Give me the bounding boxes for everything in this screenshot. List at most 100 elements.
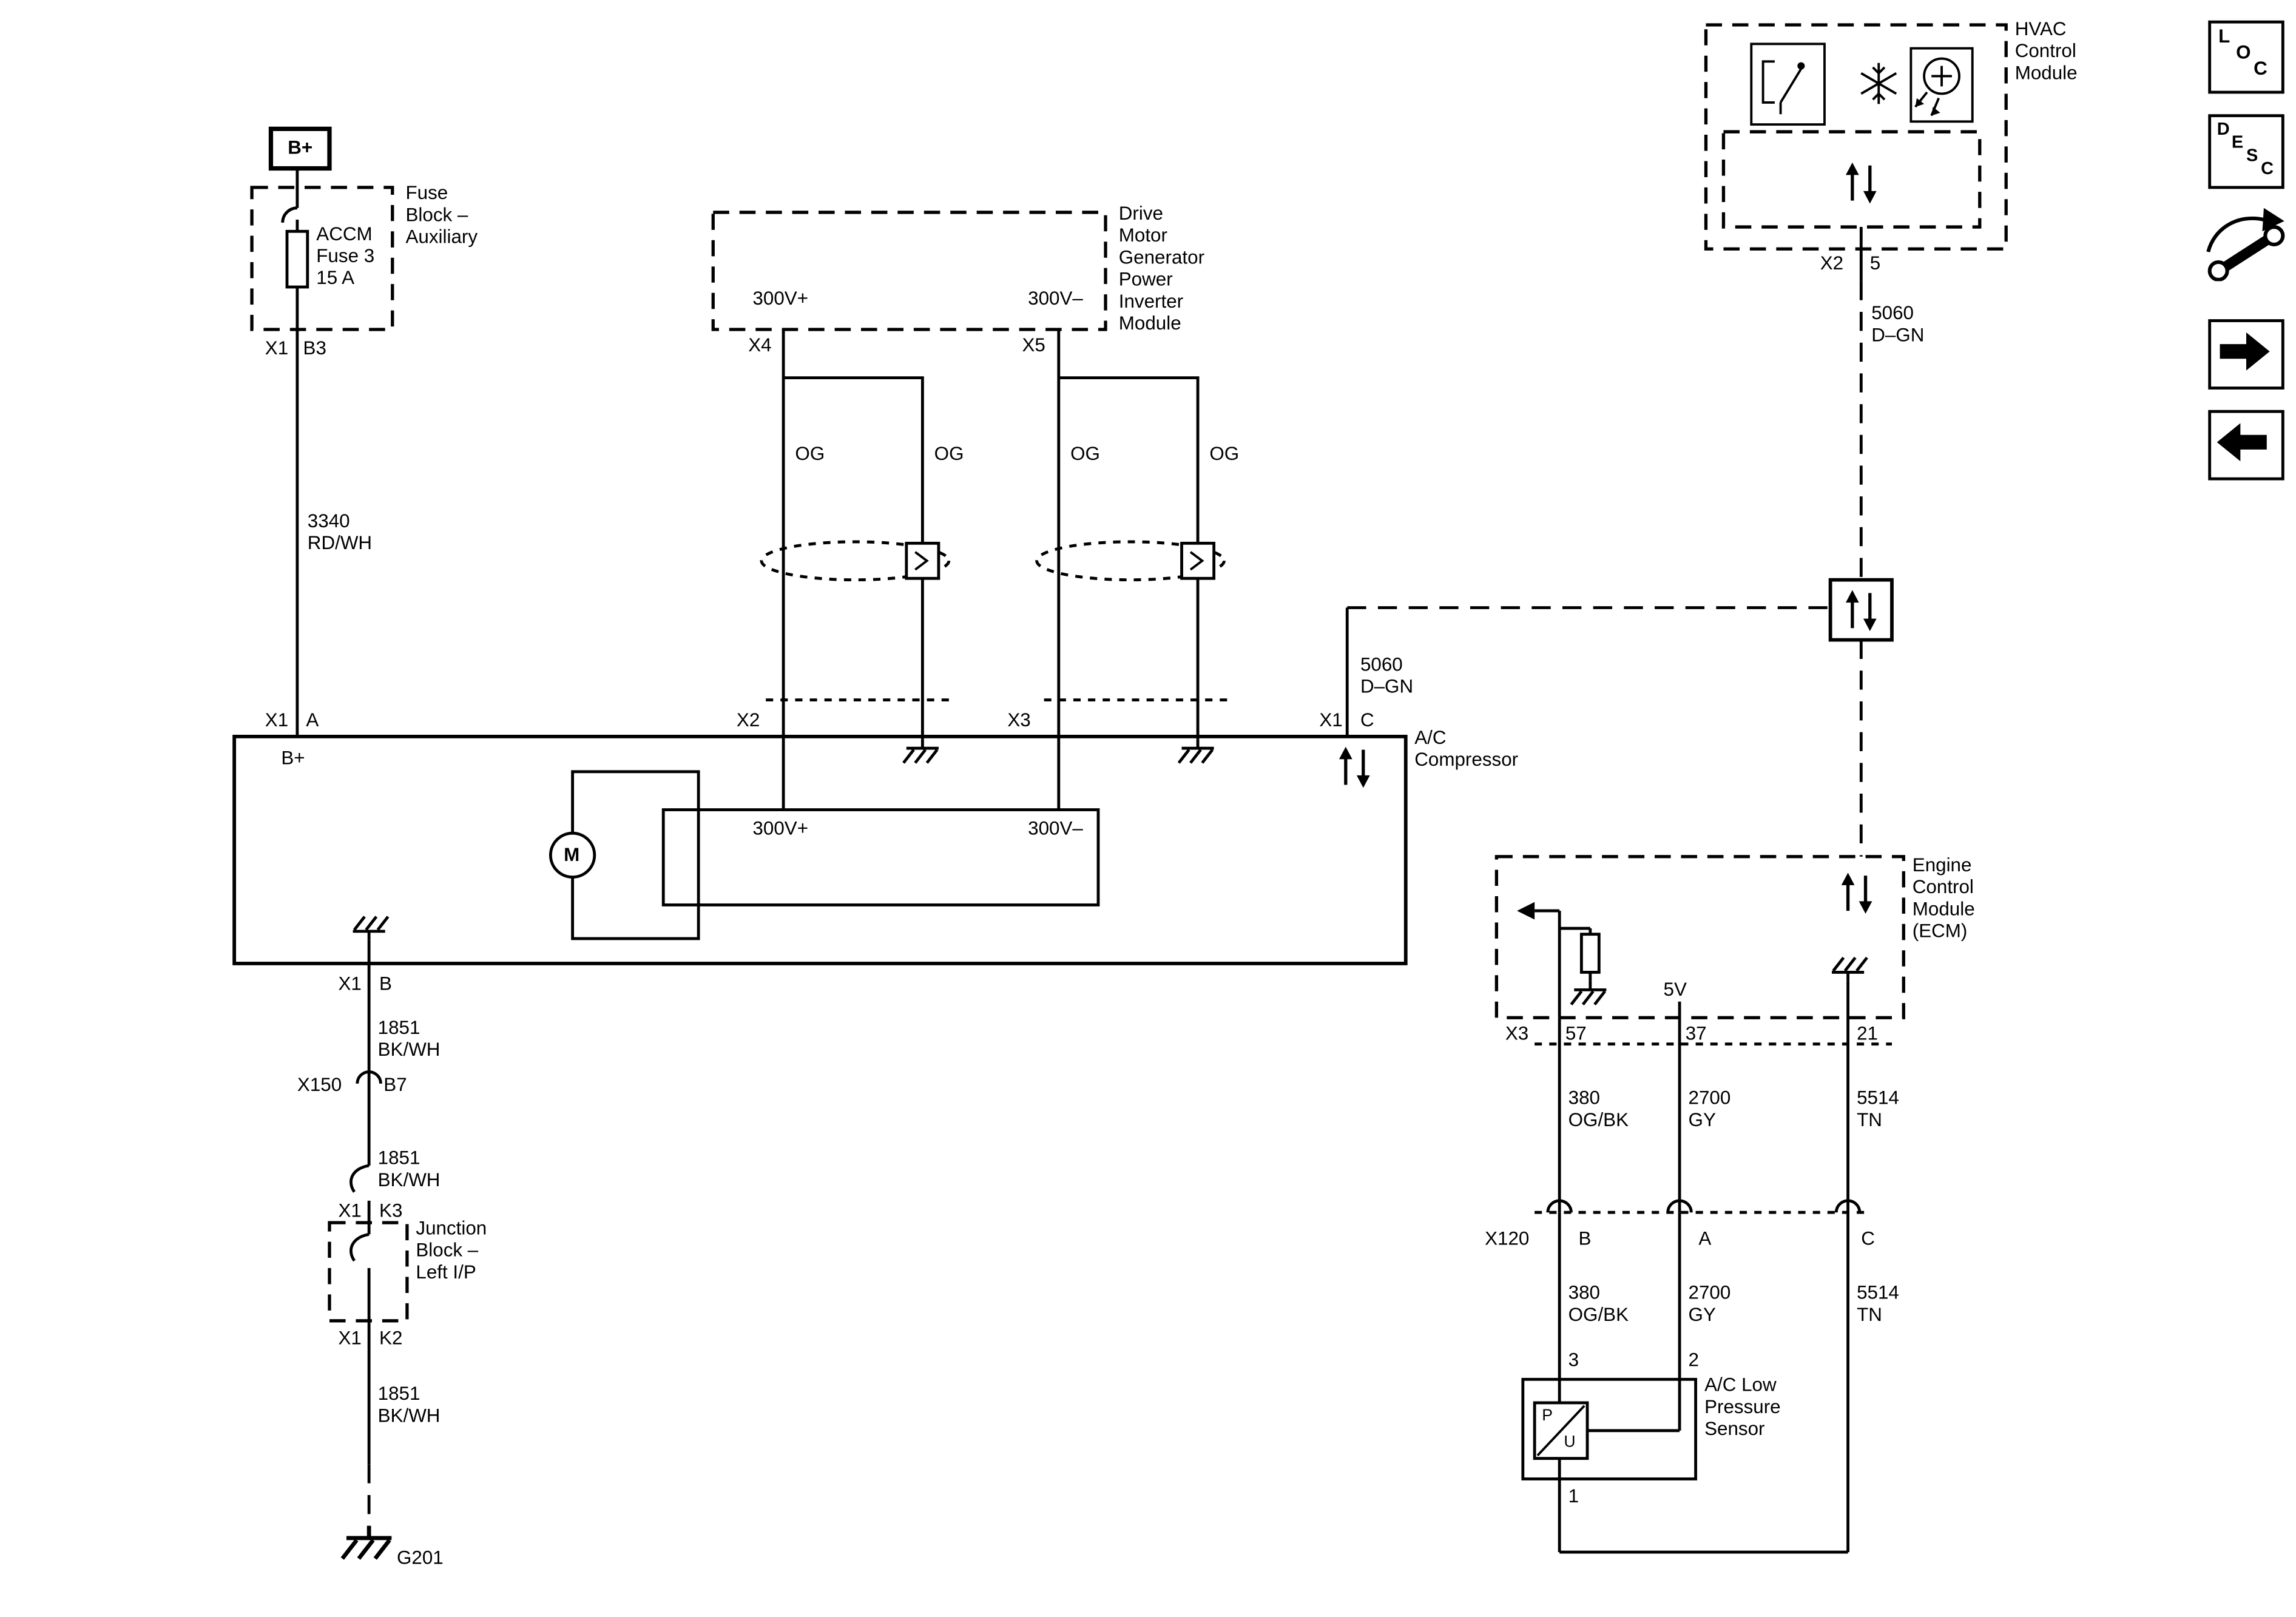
fuse-symbol	[281, 168, 309, 737]
comp-pin-b: B	[379, 972, 392, 994]
sensor-pin-3: 3	[1568, 1348, 1579, 1371]
ecm-conn-x3: X3	[1505, 1022, 1529, 1044]
junction-block-box	[328, 1221, 409, 1323]
ecm-pin-57: 57	[1565, 1022, 1587, 1044]
comp-conn-x1-c: X1	[1319, 709, 1343, 731]
compressor-serial-arrows	[1339, 747, 1370, 788]
desc-letter-e: E	[2231, 132, 2244, 152]
sensor-pin-1: 1	[1568, 1485, 1579, 1507]
compressor-label: A/C Compressor	[1414, 726, 1519, 771]
g201-label: G201	[397, 1546, 444, 1568]
hvac-module-box	[1704, 23, 2008, 282]
motor-label: M	[564, 843, 580, 866]
ecm-label: Engine Control Module (ECM)	[1912, 853, 1975, 942]
jb-pin-k2: K2	[379, 1326, 403, 1349]
hv-cable-negative	[1057, 329, 1214, 810]
comp-pin-c: C	[1360, 709, 1374, 731]
data-link-symbol	[1828, 578, 1894, 642]
ecm-driver-arrow	[1517, 902, 1561, 1018]
comp-conn-x3: X3	[1007, 709, 1031, 731]
hvac-pin-5: 5	[1869, 252, 1881, 274]
snowflake-icon	[1860, 62, 1897, 104]
inverter-x4: X4	[748, 334, 772, 356]
loc-button[interactable]: L O C	[2208, 20, 2284, 94]
battery-terminal-box	[268, 126, 332, 171]
comp-conn-x1-a: X1	[265, 709, 289, 731]
hvac-switch-icon	[1750, 42, 1826, 126]
inverter-300v-plus: 300V+	[752, 287, 809, 309]
jb-pin-k3: K3	[379, 1199, 403, 1221]
wire-1851-c: 1851 BK/WH	[377, 1382, 441, 1426]
wire-1851-b: 1851 BK/WH	[377, 1146, 441, 1191]
wire-5514-b: 5514 TN	[1857, 1281, 1899, 1326]
compressor-box	[232, 734, 1408, 965]
wire-2700-b: 2700 GY	[1688, 1281, 1731, 1326]
inverter-x5: X5	[1022, 334, 1045, 356]
fuse-block-box	[250, 186, 394, 331]
conn-x150: X150	[297, 1073, 342, 1096]
fuse-pin-b3: B3	[303, 337, 326, 359]
serial-data-wires	[1345, 281, 1863, 857]
comp-conn-x1-b: X1	[338, 972, 362, 994]
ecm-resistor	[1559, 927, 1606, 1004]
sensor-label: A/C Low Pressure Sensor	[1704, 1373, 1781, 1440]
x120-pin-b: B	[1578, 1227, 1592, 1249]
desc-button[interactable]: D E S C	[2208, 114, 2284, 189]
indicator-lamp-icon	[1909, 47, 1974, 123]
shield-symbol-right	[1035, 540, 1226, 582]
wire-og-3: OG	[1070, 442, 1100, 465]
inverter-module-box	[711, 211, 1107, 331]
pin-b7: B7	[383, 1073, 407, 1096]
shield-symbol-left	[760, 540, 951, 582]
wire-2700-a: 2700 GY	[1688, 1086, 1731, 1131]
wire-5060-lower: 5060 D–GN	[1360, 653, 1414, 697]
inverter-label: Drive Motor Generator Power Inverter Mod…	[1118, 202, 1205, 335]
wire-og-1: OG	[795, 442, 825, 465]
fuse-conn-x1: X1	[265, 337, 289, 359]
ecm-5v-label: 5V	[1663, 978, 1687, 1001]
conn-x120: X120	[1485, 1227, 1530, 1249]
wire-5060-upper: 5060 D–GN	[1871, 302, 1925, 346]
wire-3340-label: 3340 RD/WH	[307, 509, 373, 554]
transducer-p: P	[1542, 1407, 1553, 1425]
desc-letter-d: D	[2217, 118, 2230, 140]
hvac-label: HVAC Control Module	[2014, 17, 2078, 84]
wire-5514-a: 5514 TN	[1857, 1086, 1899, 1131]
loc-letter-o: O	[2236, 41, 2251, 63]
repair-tool-button[interactable]	[2200, 202, 2293, 282]
ground-chain-wires	[349, 963, 380, 1526]
junction-block-label: Junction Block – Left I/P	[416, 1217, 487, 1283]
inverter-300v-minus: 300V–	[1028, 287, 1083, 309]
ecm-ground-symbol	[1832, 957, 1867, 1213]
previous-page-button[interactable]	[2208, 410, 2284, 481]
sensor-box	[1521, 1377, 1698, 1480]
wrench-arrow-icon	[2206, 208, 2285, 282]
pressure-transducer-symbol	[1533, 1401, 1589, 1460]
x120-pin-a: A	[1698, 1227, 1712, 1249]
battery-label: B+	[288, 136, 313, 158]
loc-letter-c: C	[2254, 57, 2267, 79]
x120-pin-c: C	[1861, 1227, 1875, 1249]
next-page-button[interactable]	[2208, 319, 2284, 390]
hvac-conn-x2: X2	[1820, 252, 1844, 274]
jb-conn-x1-k3: X1	[338, 1199, 362, 1221]
wire-380-b: 380 OG/BK	[1568, 1281, 1629, 1326]
hv-terminal-box	[661, 808, 1100, 906]
desc-letter-s: S	[2246, 144, 2258, 166]
ecm-pin-row	[1535, 1018, 1892, 1213]
arrow-right-icon	[2220, 332, 2270, 371]
comp-pin-a: A	[306, 709, 319, 731]
compressor-ground-symbol	[353, 917, 388, 964]
motor-symbol	[549, 770, 700, 940]
wire-og-2: OG	[934, 442, 964, 465]
comp-300v-minus: 300V–	[1028, 817, 1083, 839]
jb-conn-x1-k2: X1	[338, 1326, 362, 1349]
x120-connector-row	[1535, 1201, 1867, 1214]
desc-letter-c: C	[2261, 158, 2274, 179]
wire-1851-a: 1851 BK/WH	[377, 1016, 441, 1061]
sensor-pin-2: 2	[1688, 1348, 1699, 1371]
comp-300v-plus: 300V+	[752, 817, 809, 839]
fuse-block-label: Fuse Block – Auxiliary	[405, 181, 478, 248]
